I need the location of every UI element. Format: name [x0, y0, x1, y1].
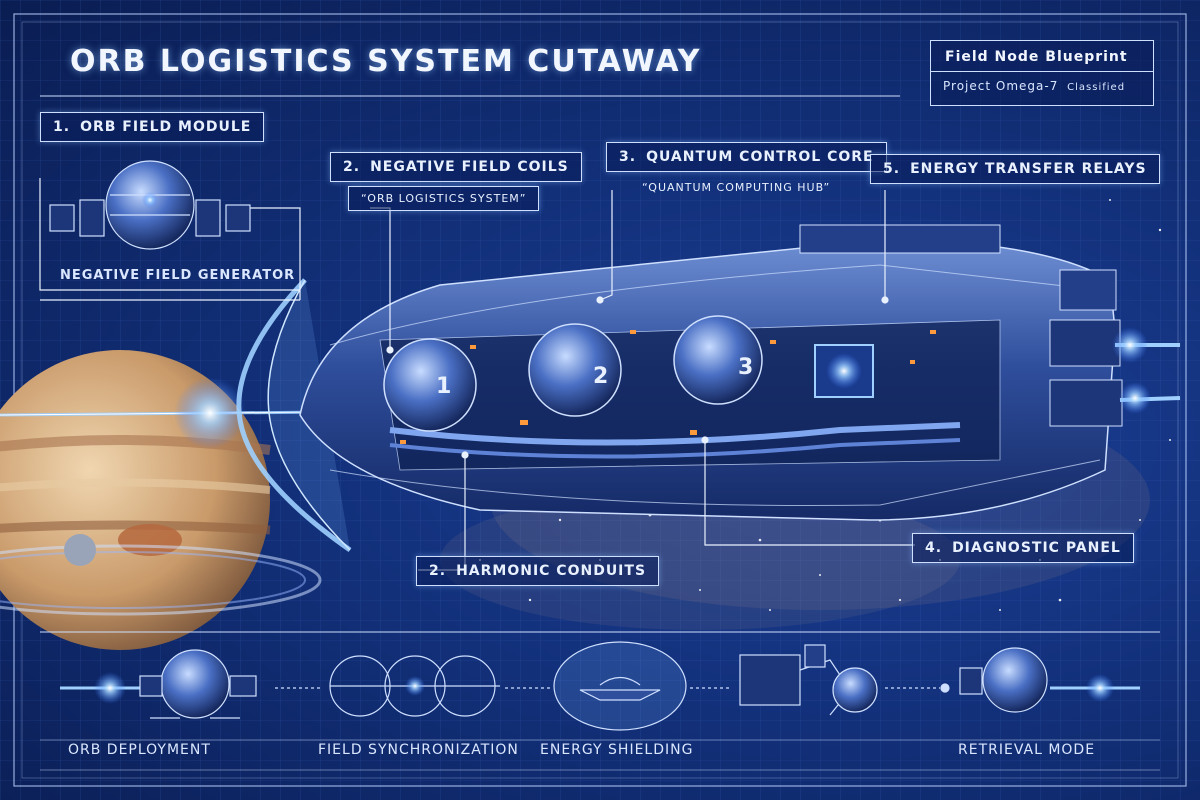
- badge-subtitle: Project Omega-7 Classified: [943, 79, 1125, 93]
- callout-number: 3.: [619, 149, 637, 165]
- stage-illustrations: [60, 641, 1140, 731]
- subcaption-quantum-computing-hub: “QUANTUM COMPUTING HUB”: [642, 181, 831, 194]
- shield-dish: [236, 278, 352, 553]
- callout-number: 2.: [429, 563, 447, 579]
- badge-classification: Classified: [1067, 82, 1126, 93]
- callout-label: QUANTUM CONTROL CORE: [646, 149, 874, 165]
- stage-orb-deployment: ORB DEPLOYMENT: [68, 742, 211, 758]
- callout-orb-field-module: 1. ORB FIELD MODULE: [40, 112, 265, 142]
- badge-project: Project Omega-7: [943, 79, 1059, 93]
- callout-label: ENERGY TRANSFER RELAYS: [910, 161, 1147, 177]
- callout-number: 2.: [343, 159, 361, 175]
- callout-harmonic-conduits: 2. HARMONIC CONDUITS: [416, 556, 660, 586]
- callout-label: ORB FIELD MODULE: [80, 119, 252, 135]
- callout-label: NEGATIVE FIELD COILS: [370, 159, 569, 175]
- page-title: ORB LOGISTICS SYSTEM CUTAWAY: [70, 44, 702, 79]
- hull-marker-3: 3: [738, 355, 755, 380]
- ship-hull: [299, 224, 1181, 521]
- stage-energy-shielding: ENERGY SHIELDING: [540, 742, 694, 758]
- callout-label: DIAGNOSTIC PANEL: [952, 540, 1121, 556]
- badge-divider: [931, 71, 1153, 72]
- callout-negative-field-coils: 2. NEGATIVE FIELD COILS: [330, 152, 582, 182]
- hull-marker-1: 1: [436, 374, 453, 399]
- callout-label: HARMONIC CONDUITS: [456, 563, 647, 579]
- blueprint-badge: Field Node Blueprint Project Omega-7 Cla…: [930, 40, 1154, 106]
- callout-diagnostic-panel: 4. DIAGNOSTIC PANEL: [912, 533, 1134, 563]
- hull-marker-2: 2: [593, 364, 610, 389]
- callout-quantum-control-core: 3. QUANTUM CONTROL CORE: [606, 142, 887, 172]
- stage-field-synchronization: FIELD SYNCHRONIZATION: [318, 742, 519, 758]
- callout-number: 4.: [925, 540, 943, 556]
- badge-title: Field Node Blueprint: [945, 49, 1128, 65]
- callout-number: 5.: [883, 161, 901, 177]
- subcaption-orb-logistics-system: “ORB LOGISTICS SYSTEM”: [348, 186, 540, 211]
- energy-beam: [0, 377, 331, 449]
- callout-number: 1.: [53, 119, 71, 135]
- caption-negative-field-generator: NEGATIVE FIELD GENERATOR: [60, 268, 296, 283]
- orb-field-module-illustration: [49, 160, 251, 250]
- stage-retrieval-mode: RETRIEVAL MODE: [958, 742, 1096, 758]
- callout-energy-transfer-relays: 5. ENERGY TRANSFER RELAYS: [870, 154, 1160, 184]
